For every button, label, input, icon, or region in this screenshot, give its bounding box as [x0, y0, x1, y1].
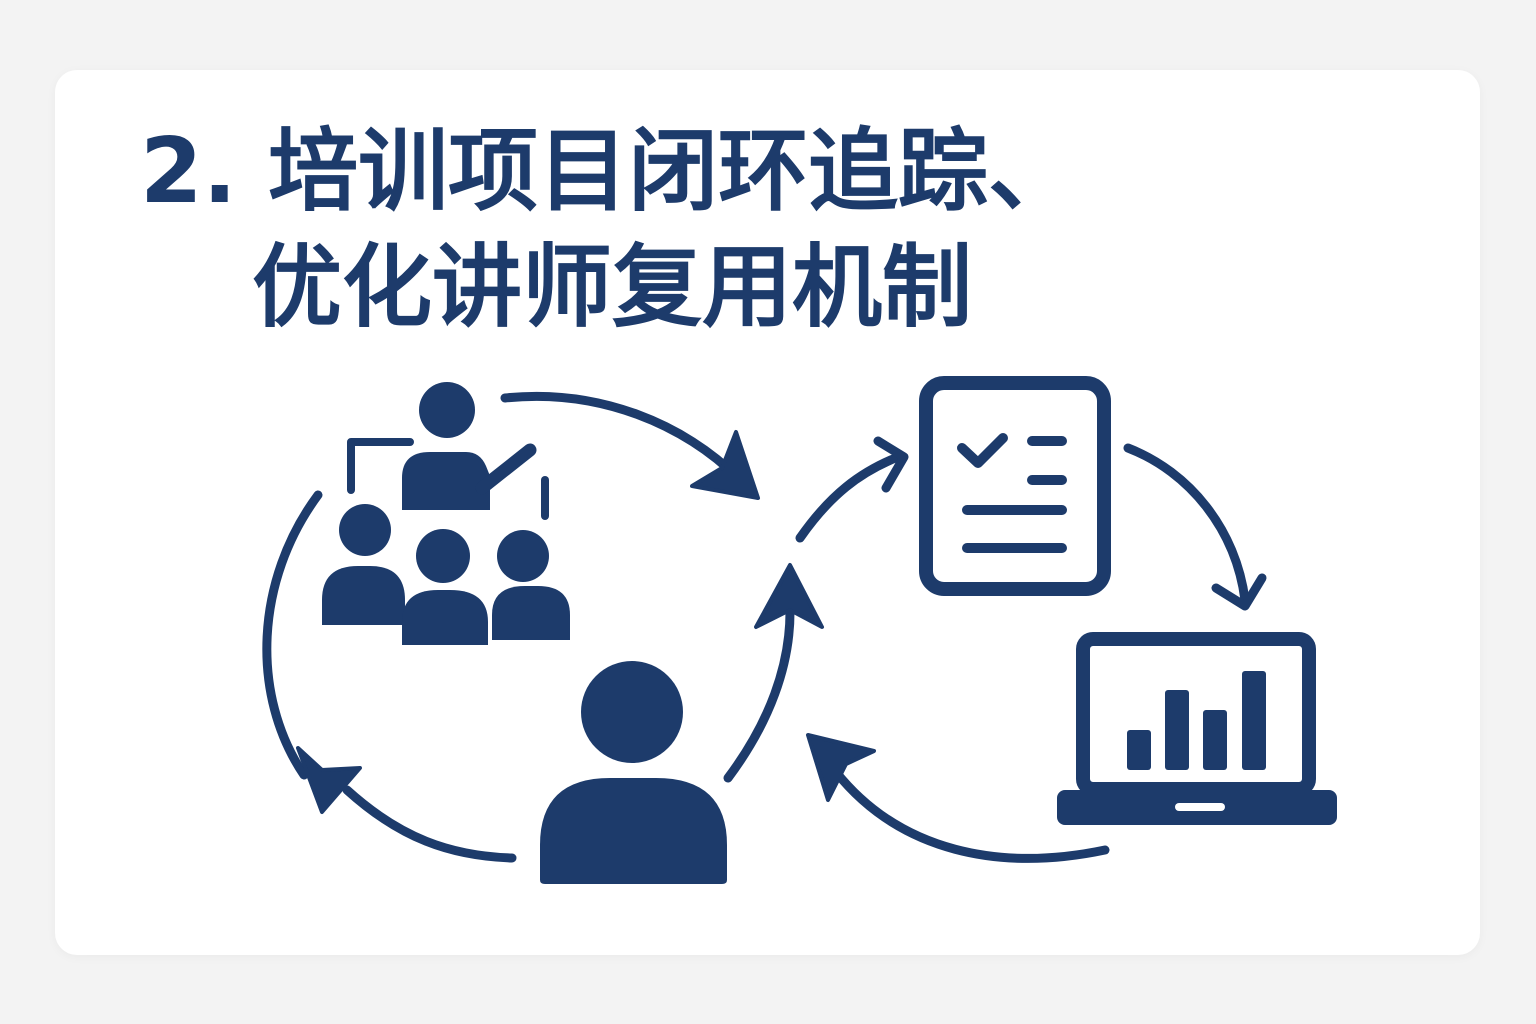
cycle-arrow-bottom-left — [342, 785, 517, 863]
bar-1 — [1127, 730, 1151, 770]
arrow-path — [500, 391, 743, 483]
bar-3 — [1203, 710, 1227, 770]
trainer-head — [419, 382, 475, 438]
cycle-arrow-up-right — [795, 436, 909, 543]
laptop-screen — [1076, 632, 1316, 796]
title-line-1: 2. 培训项目闭环追踪、 — [140, 119, 1079, 224]
arrow-path — [795, 452, 903, 543]
arrow-head — [806, 733, 876, 802]
arrow-path — [342, 785, 517, 863]
checklist-document-icon — [919, 376, 1111, 596]
laptop-trackpad-slot — [1175, 803, 1225, 811]
audience-head-right — [497, 530, 549, 582]
audience-head-middle — [416, 529, 470, 583]
bar-4 — [1242, 671, 1266, 770]
arrow-path — [1123, 443, 1250, 605]
cycle-arrow-bottom-right — [806, 733, 1110, 863]
audience-body-middle — [402, 590, 488, 645]
arrow-head — [873, 436, 909, 493]
arrow-head — [1211, 573, 1267, 611]
document-frame — [919, 376, 1111, 596]
person-body — [540, 778, 727, 884]
trainer-body — [402, 452, 490, 510]
trainer-presenting-icon — [347, 382, 549, 520]
audience-body-right — [492, 586, 570, 640]
audience-head-left — [339, 504, 391, 556]
arrow-path — [831, 767, 1110, 863]
person-head — [581, 661, 683, 763]
audience-body-left — [322, 566, 405, 625]
arrow-head — [296, 746, 362, 814]
cycle-arrow-right — [1123, 443, 1267, 611]
cycle-arrow-up — [723, 563, 824, 783]
cycle-arrow-left — [262, 490, 362, 814]
arrow-path — [723, 607, 795, 783]
trainer-pointing-arm — [475, 443, 537, 495]
cycle-arrow-top — [500, 391, 760, 500]
bar-chart-icon — [1127, 671, 1266, 770]
arrow-head — [690, 430, 760, 500]
arrow-head — [754, 563, 824, 629]
check-mark-icon — [957, 433, 1008, 468]
audience-group-icon — [322, 504, 570, 645]
laptop-bar-chart-icon — [1057, 632, 1337, 825]
presentation-board-line — [347, 438, 414, 494]
arrow-path — [262, 490, 323, 780]
title-line-2: 优化讲师复用机制 — [252, 235, 972, 340]
bar-2 — [1165, 690, 1189, 770]
person-icon — [540, 661, 727, 884]
